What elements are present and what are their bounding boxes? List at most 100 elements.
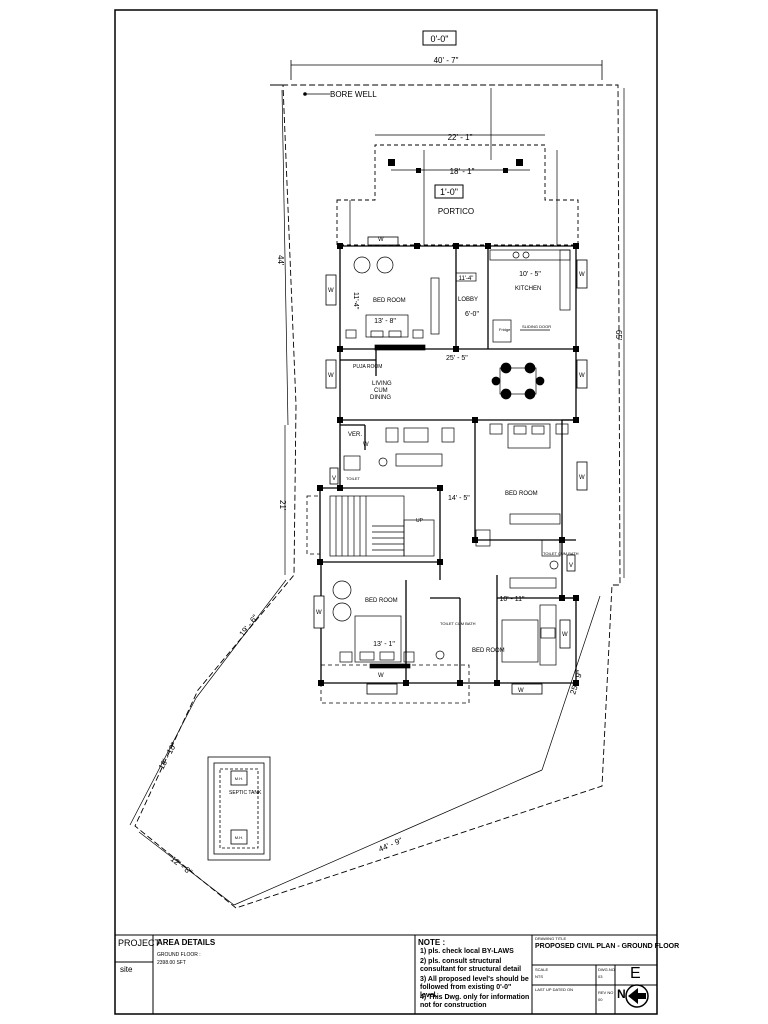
lobby-dim-box: [455, 272, 477, 282]
living-label-2: CUM: [374, 388, 388, 394]
ver-label: VER.: [348, 432, 362, 438]
sliding-door-label: SLIDING DOOR: [522, 324, 551, 329]
level-tag-portico: [434, 184, 464, 199]
dim-21: 21': [278, 500, 287, 511]
svg-text:W: W: [579, 373, 585, 379]
bedroom1-label: BED ROOM: [373, 298, 406, 304]
note-heading: NOTE :: [418, 938, 446, 947]
scale-label: SCALE: [535, 967, 549, 972]
svg-text:W: W: [363, 442, 369, 448]
dim-10-5: 10' - 5": [519, 271, 541, 278]
bedroom2-furniture: [475, 423, 569, 547]
toilet2-label: TOILET CUM BATH: [543, 551, 579, 556]
dining-table: [491, 362, 545, 400]
note-3: 3) All proposed level's should be follow…: [420, 976, 529, 1000]
north-arrow-icon: [625, 984, 649, 1008]
mh-label-bottom: M.H.: [235, 835, 243, 840]
window-labels: W W W W W W W W W W W V V: [316, 237, 585, 694]
dim-13-8: 13' - 8": [374, 318, 396, 325]
svg-text:W: W: [328, 288, 334, 294]
lobby-dim-text: 11'-4": [459, 276, 474, 282]
kitchen-furniture: [489, 249, 571, 343]
scale-value: NTS: [535, 974, 543, 979]
site-label: site: [120, 965, 133, 974]
living-label-3: DINING: [370, 395, 391, 401]
level-top-text: 0'-0": [431, 34, 449, 44]
site-boundary: [134, 84, 621, 909]
project-label: PROJECT: [118, 938, 161, 948]
window-symbols: [313, 236, 588, 695]
bedroom3-furniture: [332, 580, 415, 669]
dim-13-1: 13' - 1": [373, 641, 395, 648]
dim-25-5: 25' - 5": [446, 355, 468, 362]
staircase-projection: [306, 495, 321, 555]
drawing-title: PROPOSED CIVIL PLAN - GROUND FLOOR: [535, 943, 680, 950]
note-4: 4) This Dwg. only for information not fo…: [420, 994, 530, 1010]
dim-44: 44': [276, 255, 285, 266]
dim-overall-width: [290, 60, 603, 80]
dim-10-11: 10' - 11": [499, 596, 525, 603]
toilet3-wc: [435, 650, 445, 660]
dim-65: 65': [614, 330, 623, 341]
svg-text:W: W: [579, 272, 585, 278]
dim-44-9: 44' - 9": [377, 836, 404, 854]
stair-up-label: UP: [416, 518, 424, 524]
dim-18-10: 18' - 10": [157, 741, 179, 771]
last-revision-label: LAST UP DATED ON: [535, 987, 574, 992]
portico-label: PORTICO: [438, 207, 474, 216]
toilet2-fixtures: [541, 539, 561, 570]
dim-6-0-lobby: 6'-0": [465, 311, 479, 318]
kitchen-label: KITCHEN: [515, 286, 541, 292]
bedroom4-furniture: [501, 577, 557, 666]
mh-label-top: M.H.: [235, 776, 243, 781]
dim-40-7: 40' - 7": [434, 56, 459, 65]
puja-room-label: PUJA ROOM: [353, 364, 382, 370]
living-sofa: [378, 427, 455, 467]
living-label-1: LIVING: [372, 381, 392, 387]
level-portico-text: 1'-0": [440, 187, 458, 197]
bedroom4-label: BED ROOM: [472, 648, 505, 654]
area-heading: AREA DETAILS: [157, 938, 216, 947]
bedroom3-label: BED ROOM: [365, 598, 398, 604]
svg-text:W: W: [518, 688, 524, 694]
dim-14-5: 14' - 5": [448, 495, 470, 502]
bore-well-label: BORE WELL: [330, 90, 377, 99]
bedroom2-label: BED ROOM: [505, 491, 538, 497]
toilet1-label: TOILET: [346, 476, 360, 481]
sheet-border: [114, 9, 658, 1015]
boundary-dim-lines: [129, 88, 625, 906]
bore-well-icon: [303, 92, 307, 96]
svg-text:V: V: [332, 476, 336, 482]
staircase: [329, 495, 435, 557]
fridge-label: Fridge: [499, 327, 511, 332]
septic-tank-label: SEPTIC TANK: [229, 790, 262, 796]
area-line2: 2398.00 SFT: [157, 960, 186, 966]
svg-text:W: W: [562, 632, 568, 638]
portico-columns: [388, 159, 523, 173]
north-letter: N: [617, 987, 626, 1001]
drawing-title-label: DRAWING TITLE: [535, 936, 567, 941]
svg-text:W: W: [579, 475, 585, 481]
dim-19-6: 19' - 6": [237, 613, 259, 638]
title-block-lines: [115, 934, 657, 1014]
note-1: 1) pls. check local BY-LAWS: [420, 948, 514, 955]
dwg-no-value: 03: [598, 974, 603, 979]
lobby-label: LOBBY: [458, 297, 478, 303]
dim-12-8: 12' - 8": [169, 854, 194, 876]
rev-no-label: REV NO: [598, 990, 614, 995]
building-walls: [319, 245, 577, 684]
svg-text:W: W: [316, 610, 322, 616]
rev-no-value: 00: [598, 997, 603, 1002]
dim-22-1: 22' - 1": [448, 133, 473, 142]
svg-text:W: W: [328, 373, 334, 379]
dwg-no-label: DWG.NO: [598, 967, 615, 972]
level-tag-top: [422, 30, 457, 46]
dim-11-4-a: 11'-4": [352, 292, 359, 310]
area-line1: GROUND FLOOR :: [157, 952, 201, 958]
svg-text:V: V: [569, 563, 573, 569]
svg-text:W: W: [378, 237, 384, 243]
orientation-letter: E: [630, 965, 641, 982]
septic-tank: [207, 756, 271, 861]
toilet1-fixtures: [343, 455, 361, 471]
